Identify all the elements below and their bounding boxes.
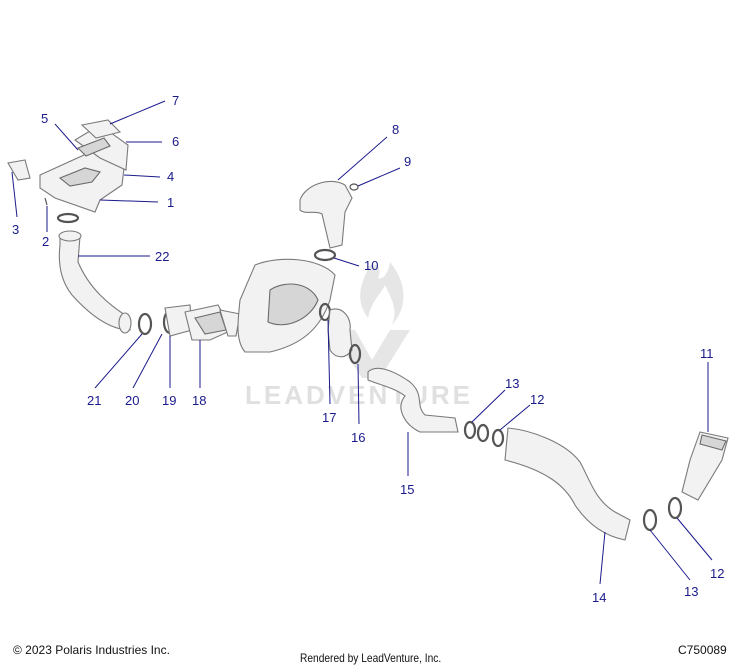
long-tube [504,427,631,541]
callout-18: 18 [192,393,206,408]
callout-12-lower: 12 [710,566,724,581]
callout-9: 9 [404,154,411,169]
cvt-outlet-boot [318,302,362,365]
copyright-text: © 2023 Polaris Industries Inc. [13,643,170,657]
outlet-tube [367,367,459,433]
callout-4: 4 [167,169,174,184]
callout-11: 11 [700,346,714,361]
callout-1: 1 [167,195,174,210]
diagram-code: C750089 [678,643,727,657]
intake-tube [58,230,132,334]
callout-2: 2 [42,234,49,249]
callout-13-lower: 13 [684,584,698,599]
leader-lines [11,100,713,585]
callout-3: 3 [12,222,19,237]
callout-15: 15 [400,482,414,497]
callout-22: 22 [155,249,169,264]
outlet-duct [681,431,729,501]
callout-13-upper: 13 [505,376,519,391]
callout-21: 21 [87,393,101,408]
callout-17: 17 [322,410,336,425]
callout-6: 6 [172,134,179,149]
cvt-housing [237,258,336,353]
clamps-middle [463,420,505,448]
callout-10: 10 [364,258,378,273]
rendered-by-text: Rendered by LeadVenture, Inc. [300,651,442,665]
callout-12-upper: 12 [530,392,544,407]
watermark-text: LEADVENTURE [245,380,473,410]
callout-8: 8 [392,122,399,137]
callout-14: 14 [592,590,606,605]
callout-7: 7 [172,93,179,108]
intake-duct [184,304,241,341]
callout-5: 5 [41,111,48,126]
callout-19: 19 [162,393,176,408]
airbox-assembly [7,119,129,224]
callout-16: 16 [351,430,365,445]
callout-20: 20 [125,393,139,408]
callout-labels: 7 5 6 4 1 3 2 22 8 9 10 21 20 19 18 17 1… [12,93,724,605]
cvt-inlet-boot [299,180,359,262]
clamps-right [642,496,683,532]
clamps-left [137,304,193,337]
